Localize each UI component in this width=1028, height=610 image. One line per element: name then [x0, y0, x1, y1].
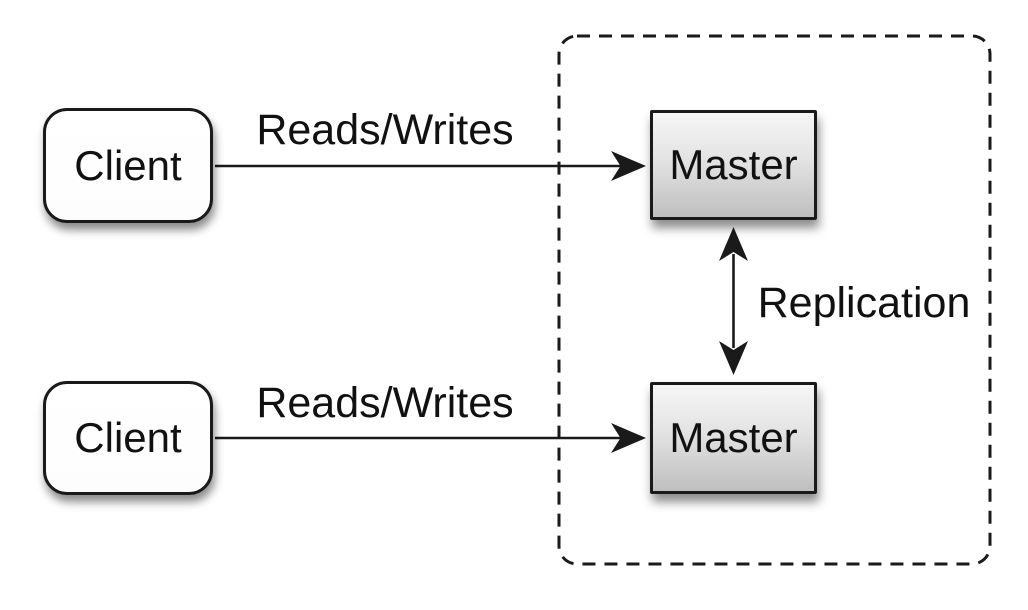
- master-node-top: Master: [650, 110, 817, 220]
- master-node-top-label: Master: [669, 141, 798, 188]
- client-node-top-label: Client: [74, 141, 182, 189]
- client-node-bottom-label: Client: [74, 414, 182, 461]
- reads-writes-label-top: Reads/Writes: [256, 106, 514, 154]
- reads-writes-label-bottom: Reads/Writes: [256, 379, 514, 427]
- replication-label: Replication: [757, 279, 971, 327]
- replication-arrow: [719, 227, 748, 375]
- replication-group-boundary: [557, 34, 992, 566]
- reads-writes-arrow-top: [215, 151, 646, 181]
- master-node-bottom: Master: [650, 382, 817, 494]
- reads-writes-arrow-bottom: [215, 423, 646, 453]
- master-node-bottom-label: Master: [669, 414, 798, 461]
- client-node-top: Client: [43, 108, 213, 223]
- client-node-bottom: Client: [43, 381, 213, 495]
